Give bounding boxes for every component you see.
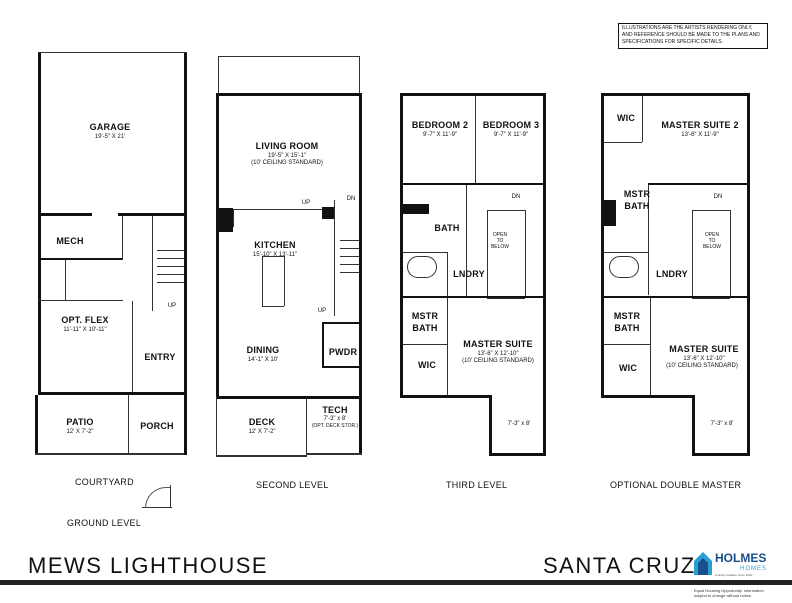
master-suite-2-dim: 13'-6" X 11'-9" bbox=[681, 132, 719, 138]
holmes-homes-logo: HOLMES HOMES A family tradition since 19… bbox=[692, 547, 772, 579]
patio-dim: 12' X 7'-2" bbox=[66, 429, 94, 435]
third-suite-label: MASTER SUITE bbox=[463, 339, 533, 349]
bedroom3-dim: 9'-7" X 11'-9" bbox=[493, 132, 529, 138]
second-up-label: UP bbox=[301, 200, 311, 206]
third-suite-note: (10' CEILING STANDARD) bbox=[462, 358, 534, 364]
mech-label: MECH bbox=[56, 236, 84, 246]
third-dn-label: DN bbox=[511, 194, 521, 200]
plan-title-left: MEWS LIGHTHOUSE bbox=[28, 553, 269, 578]
porch-label: PORCH bbox=[140, 421, 174, 431]
tech-dim: 7'-3" x 8' bbox=[323, 416, 347, 422]
patio-label: PATIO bbox=[66, 417, 94, 427]
bedroom3-label: BEDROOM 3 bbox=[482, 120, 540, 130]
third-lndry-label: LNDRY bbox=[453, 269, 485, 279]
plan-title-right: SANTA CRUZ I bbox=[543, 553, 711, 578]
living-room-note: (10' CEILING STANDARD) bbox=[251, 160, 323, 166]
second-dn-label: DN bbox=[346, 196, 356, 202]
logo-tagline: A family tradition since 1920 bbox=[715, 573, 753, 577]
opt-open-label: OPEN TO BELOW bbox=[702, 232, 722, 250]
bedroom2-label: BEDROOM 2 bbox=[411, 120, 469, 130]
tech-note: (OPT. DECK STOR.) bbox=[311, 423, 359, 429]
opt-suite-note: (10' CEILING STANDARD) bbox=[666, 363, 738, 369]
pwdr-label: PWDR bbox=[328, 347, 358, 357]
courtyard-label: COURTYARD bbox=[75, 477, 134, 487]
opt-lndry-label: LNDRY bbox=[656, 269, 688, 279]
ground-level-title: GROUND LEVEL bbox=[67, 518, 142, 528]
second-up2-label: UP bbox=[317, 308, 327, 314]
tech-label: TECH bbox=[322, 405, 348, 415]
garage-dim: 19'-5" X 21' bbox=[94, 134, 126, 140]
kitchen-label: KITCHEN bbox=[254, 240, 296, 250]
house-logo-icon: HOLMES HOMES A family tradition since 19… bbox=[694, 551, 767, 577]
third-closet-dim: 7'-3" x 8' bbox=[507, 421, 531, 427]
footer-bar bbox=[0, 580, 792, 585]
master-suite-2-label: MASTER SUITE 2 bbox=[661, 120, 739, 130]
disclaimer-text: ILLUSTRATIONS ARE THE ARTISTS RENDERING … bbox=[622, 25, 760, 45]
second-level-title: SECOND LEVEL bbox=[256, 480, 329, 490]
opt-suite-dim: 13'-6" X 12'-10" bbox=[683, 356, 725, 362]
bedroom2-dim: 9'-7" X 11'-9" bbox=[422, 132, 458, 138]
disclaimer-box: ILLUSTRATIONS ARE THE ARTISTS RENDERING … bbox=[618, 23, 768, 49]
deck-label: DECK bbox=[248, 417, 276, 427]
third-open-label: OPEN TO BELOW bbox=[490, 232, 510, 250]
logo-sub: HOMES bbox=[740, 566, 767, 572]
deck-dim: 12' X 7'-2" bbox=[248, 429, 276, 435]
ground-up-label: UP bbox=[167, 303, 177, 309]
third-mstr-bath-label: MSTR BATH bbox=[411, 311, 439, 333]
third-bath-label: BATH bbox=[434, 223, 460, 233]
opt-suite-label: MASTER SUITE bbox=[669, 344, 739, 354]
opt-dn-label: DN bbox=[713, 194, 723, 200]
opt-wic-label: WIC bbox=[618, 363, 638, 373]
dining-label: DINING bbox=[246, 345, 280, 355]
logo-name: HOLMES bbox=[715, 551, 766, 565]
flex-label: OPT. FLEX bbox=[61, 315, 109, 325]
kitchen-dim: 15'-10" X 13'-11" bbox=[252, 252, 298, 258]
living-room-label: LIVING ROOM bbox=[255, 141, 319, 151]
opt-closet-dim: 7'-3" x 8' bbox=[710, 421, 734, 427]
third-level-title: THIRD LEVEL bbox=[446, 480, 508, 490]
optional-double-master-title: OPTIONAL DOUBLE MASTER bbox=[610, 480, 742, 490]
third-suite-dim: 13'-6" X 12'-10" bbox=[477, 351, 519, 357]
dining-dim: 14'-1" X 10' bbox=[247, 357, 279, 363]
flex-dim: 11'-11" X 10'-11" bbox=[63, 327, 107, 333]
opt-wic-top-label: WIC bbox=[616, 113, 636, 123]
opt-mstr-bath-top-label: MSTR BATH bbox=[623, 189, 651, 211]
entry-label: ENTRY bbox=[144, 352, 176, 362]
third-wic-label: WIC bbox=[417, 360, 437, 370]
living-room-dim: 19'-5" X 15'-1" bbox=[268, 153, 306, 159]
opt-mstr-bath-label: MSTR BATH bbox=[613, 311, 641, 333]
fine-print: Equal Housing Opportunity. Information s… bbox=[694, 588, 764, 598]
garage-label: GARAGE bbox=[89, 122, 131, 132]
